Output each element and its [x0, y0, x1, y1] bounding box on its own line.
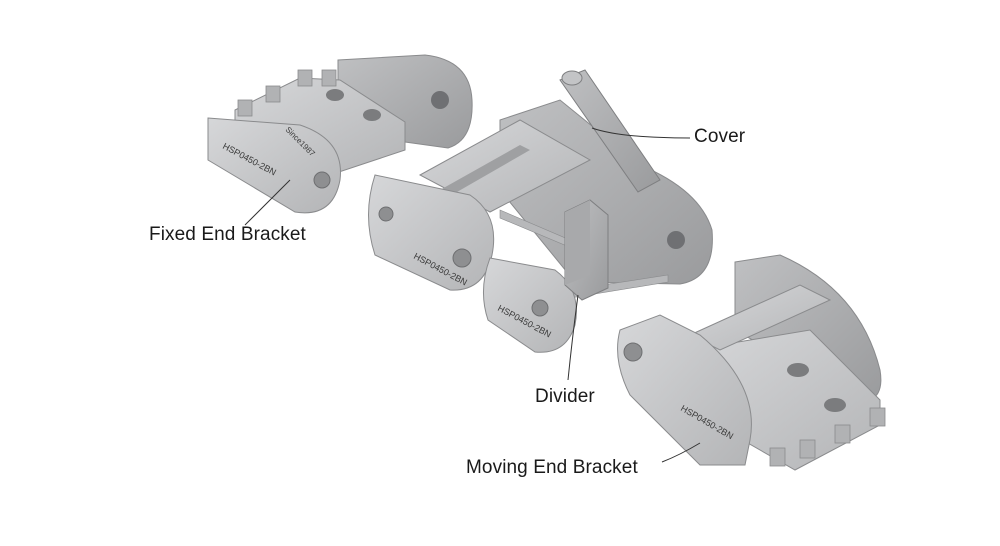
cover-label: Cover [694, 126, 746, 147]
divider-part [564, 199, 609, 301]
moving-bracket-leader-line [661, 442, 701, 463]
divider-label: Divider [535, 386, 595, 407]
fixed-end-bracket-label: Fixed End Bracket [149, 224, 306, 245]
fixed-end-bracket: HSP0450-2BN Since1987 [207, 54, 473, 214]
moving-end-bracket: HSP0450-2BN [617, 254, 886, 471]
moving-end-bracket-label: Moving End Bracket [466, 457, 638, 478]
cover-leader-line [591, 127, 691, 139]
leader-lines [244, 127, 701, 463]
chain-link-assembly: HSP0450-2BN HSP0450-2BN [368, 99, 713, 353]
cover-part [559, 69, 661, 193]
fixed-bracket-leader-line [244, 179, 291, 226]
divider-leader-line [567, 294, 579, 381]
